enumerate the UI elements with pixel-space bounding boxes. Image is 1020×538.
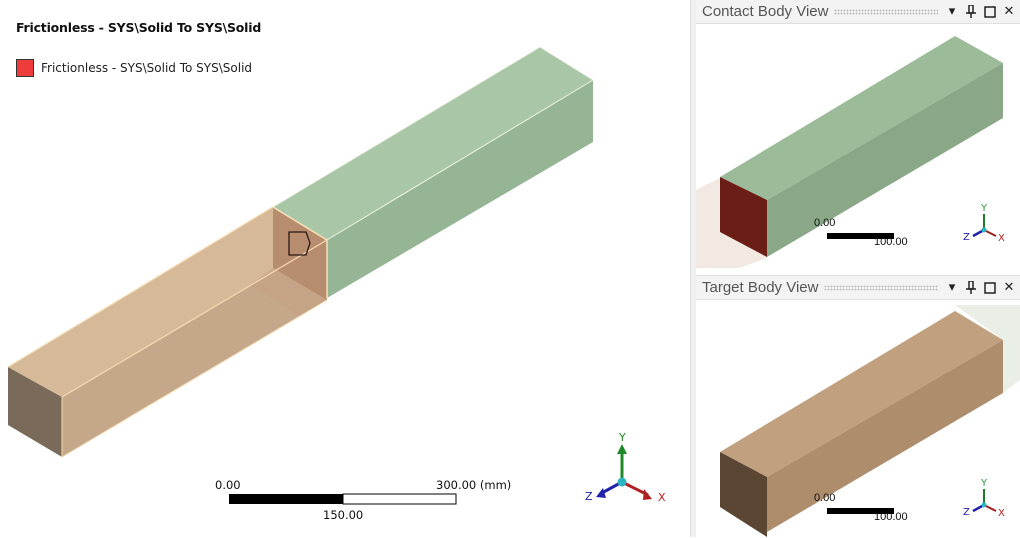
contact-body-top-face[interactable] — [273, 47, 593, 240]
contact-face-highlight[interactable] — [720, 177, 767, 257]
edge-line — [61, 239, 328, 398]
axis-triad-icon[interactable]: Y X Z — [585, 431, 666, 504]
contact-body-geometry[interactable]: Y X Z — [696, 24, 1020, 270]
scale-bar-start-label: 0.00 — [814, 217, 836, 229]
pin-icon[interactable] — [963, 280, 979, 296]
target-body-viewport[interactable]: Y X Z 0.00 100.00 — [696, 300, 1020, 538]
maximize-icon[interactable] — [982, 4, 998, 20]
contact-body-view-panel[interactable]: Contact Body View ▾ ✕ Y — [696, 0, 1020, 270]
close-icon[interactable]: ✕ — [1003, 4, 1015, 19]
main-graphics-view[interactable]: Y X Z Frictionless - SYS\Solid To SYS\So… — [0, 0, 690, 537]
scale-bar-end-label: 100.00 — [874, 236, 908, 248]
target-body-view-panel[interactable]: Target Body View ▾ ✕ Y — [696, 275, 1020, 538]
svg-text:Y: Y — [980, 203, 988, 214]
face-selection-cursor-icon — [288, 231, 311, 256]
view-title: Frictionless - SYS\Solid To SYS\Solid — [16, 20, 262, 35]
axis-triad-icon[interactable]: Y X Z — [963, 203, 1005, 244]
edge-line — [61, 299, 328, 458]
ghost-contact-body — [955, 305, 1020, 393]
scale-bar — [229, 493, 457, 505]
panel-header[interactable]: Target Body View ▾ ✕ — [696, 276, 1020, 300]
scale-bar-end-label: 300.00 (mm) — [436, 478, 512, 492]
target-body-end-face — [273, 207, 327, 300]
target-body-front-face[interactable] — [720, 452, 767, 537]
contact-body-top-face[interactable] — [720, 36, 1003, 200]
close-icon[interactable]: ✕ — [1003, 280, 1015, 295]
scale-bar-end-label: 100.00 — [874, 511, 908, 523]
target-body-top-face[interactable] — [720, 311, 1003, 477]
target-body-side-face[interactable] — [767, 340, 1003, 532]
target-body-side-face[interactable] — [62, 240, 327, 457]
dropdown-icon[interactable]: ▾ — [948, 280, 956, 295]
panel-title: Target Body View — [702, 279, 819, 296]
svg-text:Z: Z — [963, 507, 970, 518]
edge-line — [272, 206, 328, 241]
scale-bar-start-label: 0.00 — [215, 478, 241, 492]
drag-grip[interactable] — [834, 8, 938, 15]
target-body-inner-floor — [250, 268, 327, 316]
edge-line — [326, 79, 594, 241]
drag-grip[interactable] — [824, 284, 938, 291]
scale-bar — [827, 233, 894, 239]
panel-title: Contact Body View — [702, 3, 829, 20]
scale-bar-mid-label: 150.00 — [323, 508, 364, 522]
model-geometry[interactable]: Y X Z — [0, 0, 690, 537]
svg-text:X: X — [658, 491, 666, 504]
contact-body-viewport[interactable]: Y X Z 0.00 100.00 — [696, 24, 1020, 270]
svg-text:Y: Y — [618, 431, 626, 444]
target-body-geometry[interactable]: Y X Z — [696, 300, 1020, 538]
dropdown-icon[interactable]: ▾ — [948, 4, 956, 19]
target-body-top-face[interactable] — [8, 207, 327, 397]
svg-text:X: X — [998, 233, 1005, 244]
legend-label: Frictionless - SYS\Solid To SYS\Solid — [41, 61, 253, 75]
legend-swatch — [16, 59, 34, 77]
contact-body-side-face[interactable] — [327, 80, 593, 298]
svg-text:Z: Z — [963, 232, 970, 243]
panel-header[interactable]: Contact Body View ▾ ✕ — [696, 0, 1020, 24]
svg-text:Y: Y — [980, 478, 988, 489]
axis-triad-icon[interactable]: Y X Z — [963, 478, 1005, 519]
svg-text:Z: Z — [585, 490, 593, 503]
maximize-icon[interactable] — [982, 280, 998, 296]
pin-icon[interactable] — [963, 4, 979, 20]
panel-splitter[interactable] — [690, 0, 696, 537]
scale-bar — [827, 508, 894, 514]
edge-line — [272, 46, 594, 208]
legend: Frictionless - SYS\Solid To SYS\Solid — [16, 59, 252, 77]
scale-bar-start-label: 0.00 — [814, 492, 836, 504]
contact-body-side-face[interactable] — [767, 63, 1003, 257]
svg-text:X: X — [998, 508, 1005, 519]
